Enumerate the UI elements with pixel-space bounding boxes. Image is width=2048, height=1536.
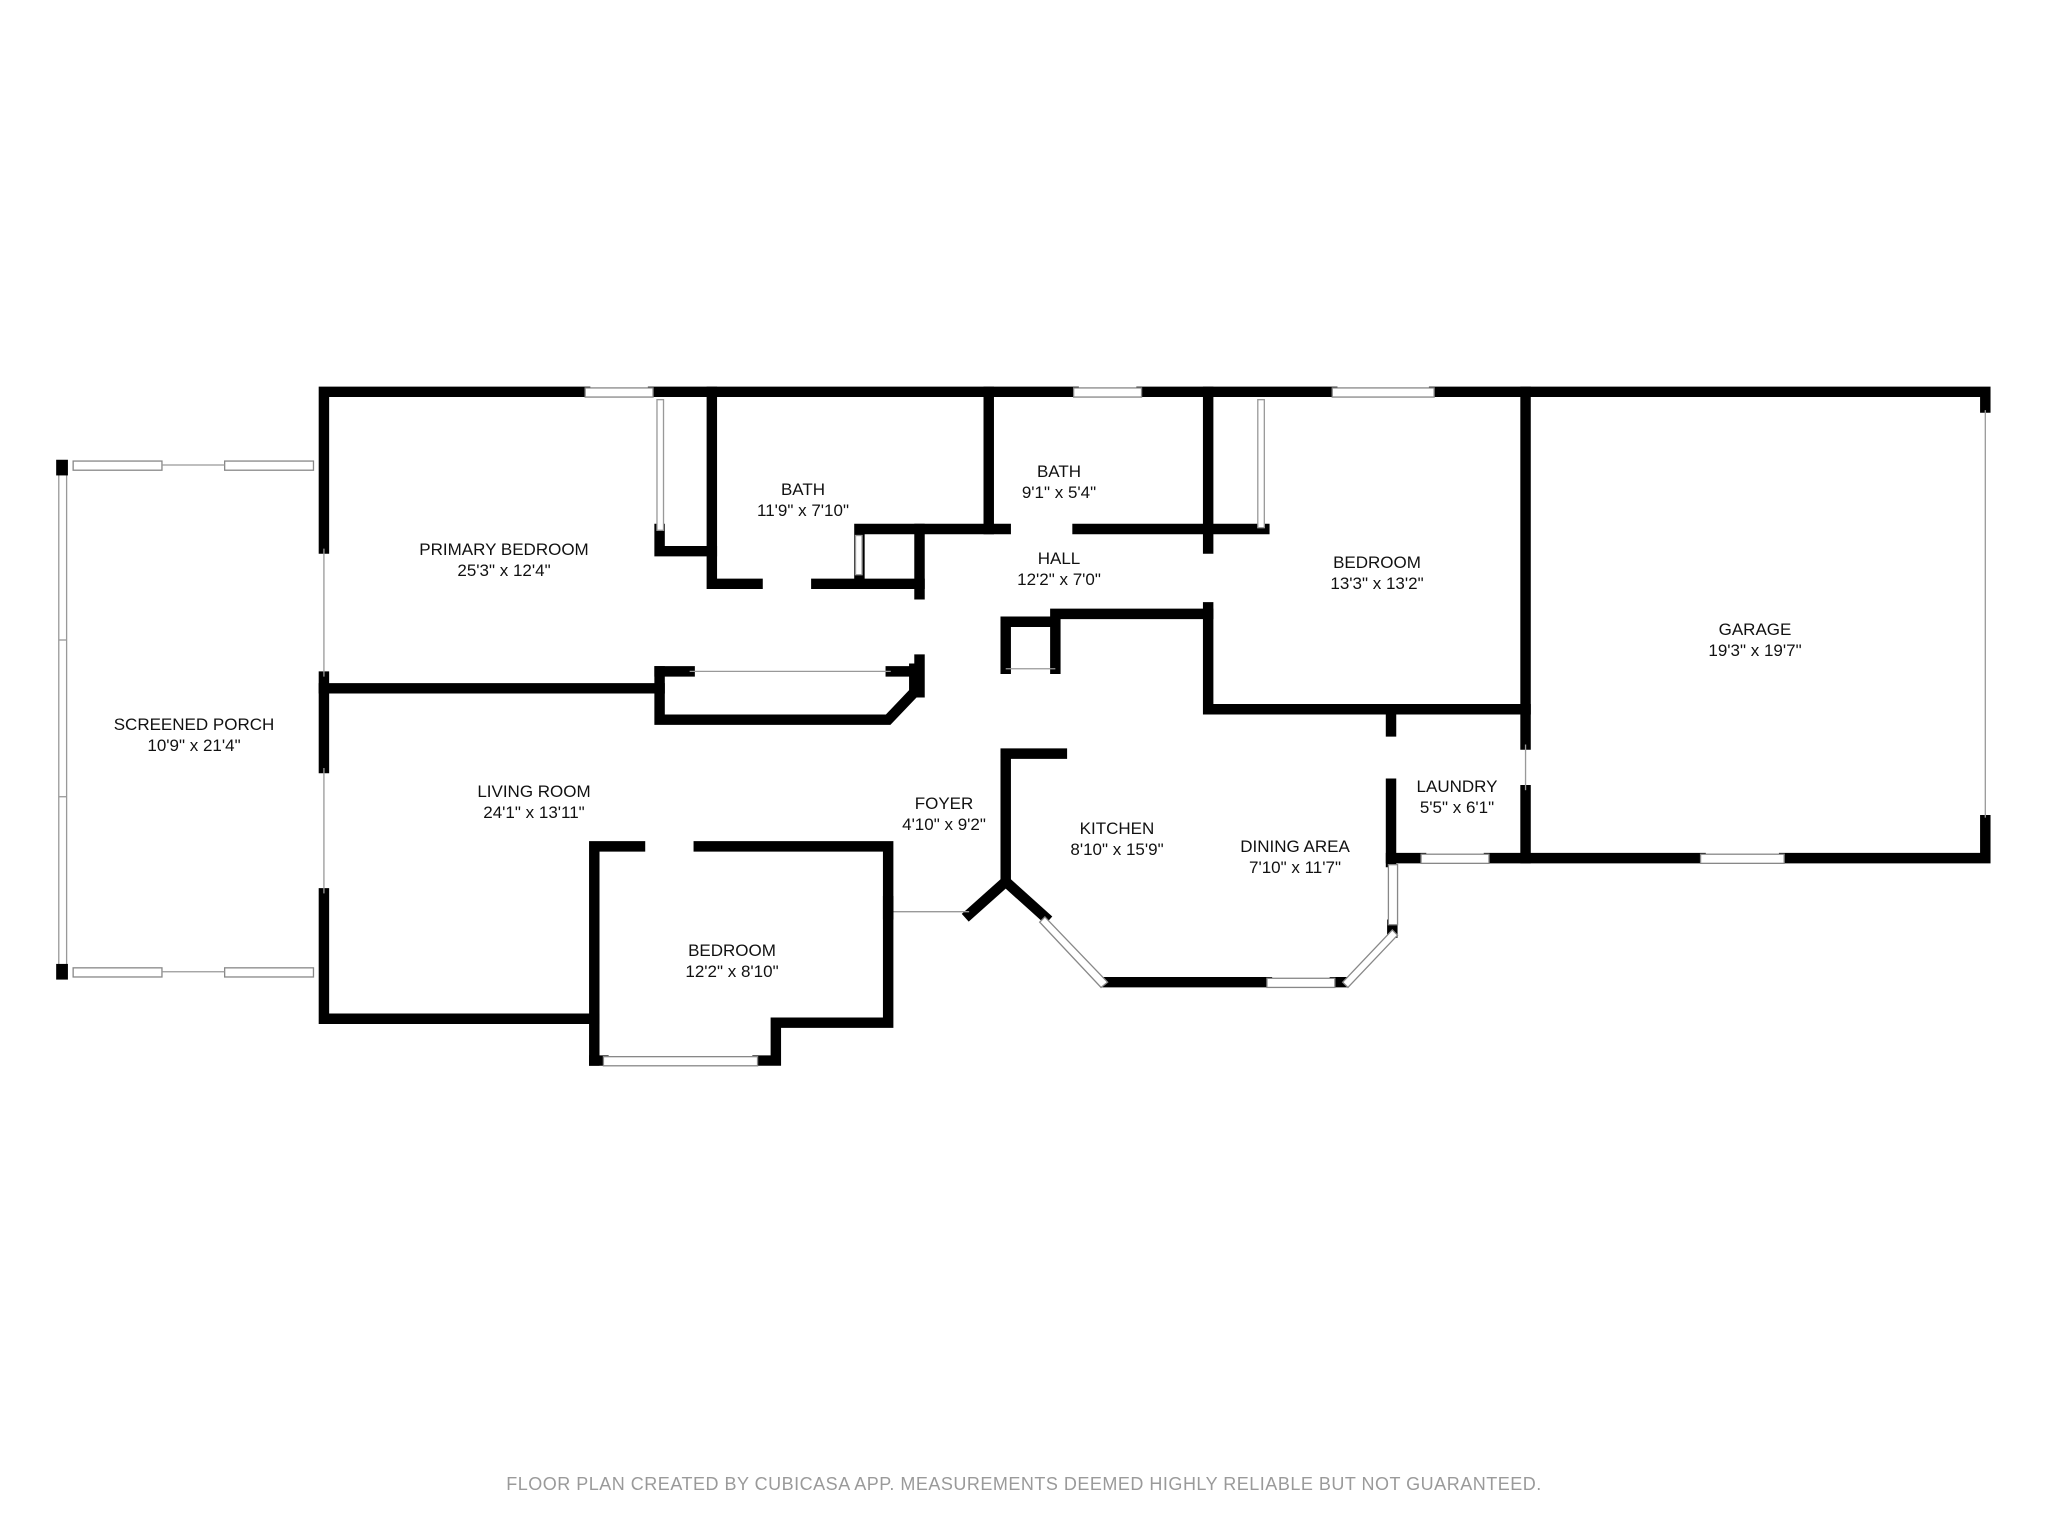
room-label-primary-bedroom: PRIMARY BEDROOM 25'3" x 12'4" [419, 539, 588, 581]
room-dims: 5'5" x 6'1" [1419, 798, 1495, 817]
room-dims: 10'9" x 21'4" [147, 736, 241, 755]
room-dims: 12'2" x 8'10" [685, 962, 779, 981]
screened-porch-walls [56, 459, 315, 980]
room-dims: 13'3" x 13'2" [1330, 574, 1424, 593]
windows [323, 387, 1785, 1067]
room-dims: 4'10" x 9'2" [902, 815, 986, 834]
room-label-laundry: LAUNDRY 5'5" x 6'1" [1417, 776, 1498, 818]
room-dims: 12'2" x 7'0" [1017, 570, 1101, 589]
room-label-screened-porch: SCREENED PORCH 10'9" x 21'4" [114, 714, 275, 756]
room-label-bath-2: BATH 9'1" x 5'4" [1022, 461, 1096, 503]
room-label-kitchen: KITCHEN 8'10" x 15'9" [1070, 818, 1163, 860]
room-dims: 19'3" x 19'7" [1708, 641, 1802, 660]
walls [318, 386, 1991, 1066]
room-label-bath-1: BATH 11'9" x 7'10" [757, 479, 849, 521]
room-name: BEDROOM [688, 941, 776, 960]
room-name: SCREENED PORCH [113, 715, 275, 734]
room-label-bedroom-2: BEDROOM 12'2" x 8'10" [685, 940, 778, 982]
room-dims: 9'1" x 5'4" [1021, 483, 1097, 502]
room-name: BATH [1036, 462, 1082, 481]
room-name: DINING AREA [1240, 837, 1350, 856]
room-dims: 24'1" x 13'11" [483, 803, 585, 822]
room-label-dining-area: DINING AREA 7'10" x 11'7" [1240, 836, 1350, 878]
room-dims: 8'10" x 15'9" [1070, 840, 1164, 859]
room-name: LIVING ROOM [477, 782, 591, 801]
room-dims: 25'3" x 12'4" [457, 561, 551, 580]
room-name: LAUNDRY [1416, 777, 1498, 796]
room-name: FOYER [914, 794, 974, 813]
room-name: BATH [780, 480, 826, 499]
room-label-foyer: FOYER 4'10" x 9'2" [902, 793, 986, 835]
room-name: GARAGE [1718, 620, 1792, 639]
room-label-living-room: LIVING ROOM 24'1" x 13'11" [477, 781, 590, 823]
room-label-bedroom-1: BEDROOM 13'3" x 13'2" [1330, 552, 1423, 594]
disclaimer-footer: FLOOR PLAN CREATED BY CUBICASA APP. MEAS… [506, 1474, 1542, 1494]
room-name: KITCHEN [1079, 819, 1155, 838]
room-dims: 7'10" x 11'7" [1249, 858, 1341, 877]
room-label-garage: GARAGE 19'3" x 19'7" [1708, 619, 1801, 661]
room-name: PRIMARY BEDROOM [419, 540, 589, 559]
room-dims: 11'9" x 7'10" [757, 501, 849, 520]
room-label-hall: HALL 12'2" x 7'0" [1017, 548, 1101, 590]
room-name: BEDROOM [1333, 553, 1421, 572]
room-name: HALL [1037, 549, 1081, 568]
